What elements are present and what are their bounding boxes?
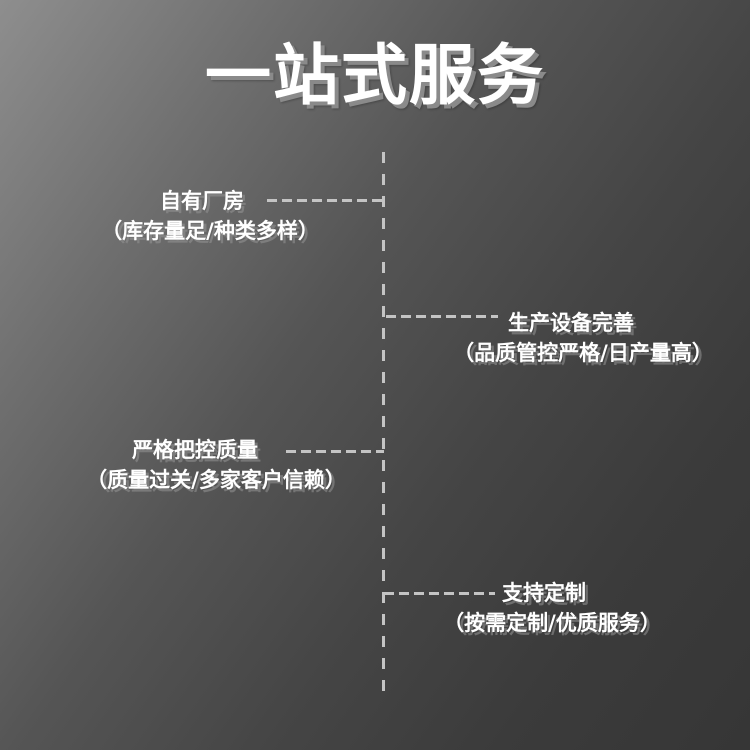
timeline-vertical-dashed-line: [382, 152, 385, 702]
timeline-item-heading: 生产设备完善: [508, 311, 634, 335]
connector-line-2: [386, 315, 498, 318]
timeline-item-detail: （库存量足/种类多样）: [101, 219, 319, 243]
timeline-item-detail: （按需定制/优质服务）: [443, 611, 661, 635]
connector-line-3: [286, 450, 384, 453]
timeline-item-heading: 自有厂房: [160, 189, 244, 213]
timeline-item-heading: 严格把控质量: [132, 438, 258, 462]
timeline-item-heading: 支持定制: [502, 581, 586, 605]
connector-line-4: [384, 592, 495, 595]
timeline-item-3: 严格把控质量 （质量过关/多家客户信赖）: [70, 435, 362, 495]
page-title: 一站式服务: [205, 37, 545, 114]
timeline-item-2: 生产设备完善 （品质管控严格/日产量高）: [438, 308, 728, 368]
timeline-item-1: 自有厂房 （库存量足/种类多样）: [88, 186, 332, 246]
timeline-item-detail: （品质管控严格/日产量高）: [453, 341, 713, 365]
timeline-item-4: 支持定制 （按需定制/优质服务）: [430, 578, 674, 638]
connector-line-1: [267, 199, 383, 202]
timeline-item-detail: （质量过关/多家客户信赖）: [86, 468, 346, 492]
